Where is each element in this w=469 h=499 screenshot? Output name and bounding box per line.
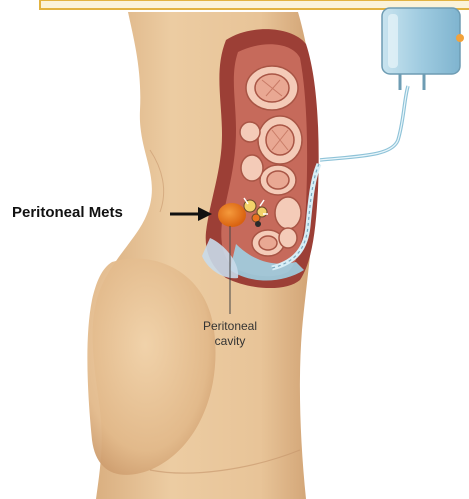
peritoneal-mets-label: Peritoneal Mets xyxy=(12,204,123,221)
peritoneal-cavity-label: Peritoneal cavity xyxy=(185,319,275,349)
cavity-label-line1: Peritoneal xyxy=(185,319,275,334)
cavity-label-line2: cavity xyxy=(185,334,275,349)
dialysis-bag xyxy=(382,8,464,90)
iv-line xyxy=(320,86,408,160)
